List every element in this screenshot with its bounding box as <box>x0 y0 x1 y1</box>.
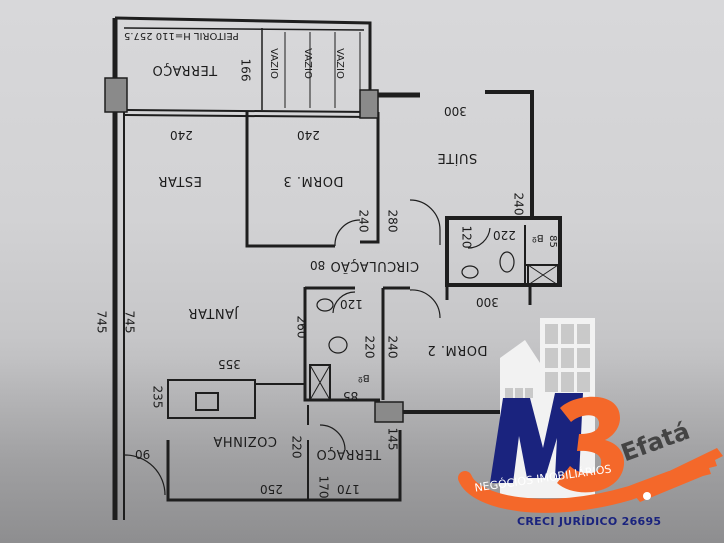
dim-bath-suite-door: 120 <box>459 225 474 249</box>
dim-cozinha-250: 250 <box>260 482 283 496</box>
dim-bath-social-door: 120 <box>340 297 363 311</box>
dim-dorm2-width: 300 <box>476 295 499 309</box>
dim-bath-social-depth: 260 <box>294 315 309 339</box>
room-label-circulacao: CIRCULAÇÃO <box>330 258 420 273</box>
dim-terraco-bottom-170b: 170 <box>337 482 360 496</box>
dim-suite-side: 280 <box>385 209 400 233</box>
dim-counter: 235 <box>150 385 165 409</box>
room-label-cozinha: COZINHA <box>213 433 277 448</box>
dim-dorm2-side: 240 <box>385 335 400 359</box>
room-label-jantar: JANTAR <box>188 305 239 320</box>
dim-total-left-inner: 745 <box>122 310 137 334</box>
dim-cozinha-220: 220 <box>289 435 304 459</box>
dim-terraco-bottom-170a: 170 <box>316 475 331 499</box>
void-label-2: VAZIO <box>301 48 313 79</box>
room-label-dorm3: DORM. 3 <box>283 173 344 188</box>
dim-circulacao: 80 <box>310 258 326 272</box>
dim-dorm3-door: 240 <box>356 209 371 233</box>
dim-suite-width: 300 <box>444 104 467 118</box>
dim-terraco-bottom-145: 145 <box>385 427 400 451</box>
dim-bath-suite-85: 85 <box>546 235 558 248</box>
dim-estar-width: 240 <box>170 128 193 142</box>
room-label-suite: SUÍTE <box>437 150 478 165</box>
dim-entry-door: 90 <box>135 447 151 461</box>
dim-jantar-width: 355 <box>218 357 241 371</box>
room-label-terraco-bottom: TERRAÇO <box>316 446 382 461</box>
void-label-3: VAZIO <box>333 48 345 79</box>
dim-bath-suite-width: 220 <box>493 228 516 242</box>
dim-dorm3-width: 240 <box>297 128 320 142</box>
dim-bath-social-width: 220 <box>362 335 377 359</box>
void-label-1: VAZIO <box>267 48 279 79</box>
creci-number: CRECI JURÍDICO 26695 <box>517 515 662 528</box>
label-bath-suite-b: Bº <box>532 232 544 243</box>
room-label-terraco-top: TERRAÇO <box>152 62 218 77</box>
dim-service-85: 85 <box>343 389 359 403</box>
m3-efata-logo <box>458 318 723 513</box>
dim-total-left-outer: 745 <box>94 310 109 334</box>
room-label-estar: ESTAR <box>158 173 202 188</box>
dim-suite-depth: 240 <box>511 192 526 216</box>
dim-terraco-depth: 166 <box>238 58 253 82</box>
peitoril-note: PEITORIL H=110 257.5 <box>124 30 239 41</box>
label-service-b: Bº <box>358 372 370 383</box>
